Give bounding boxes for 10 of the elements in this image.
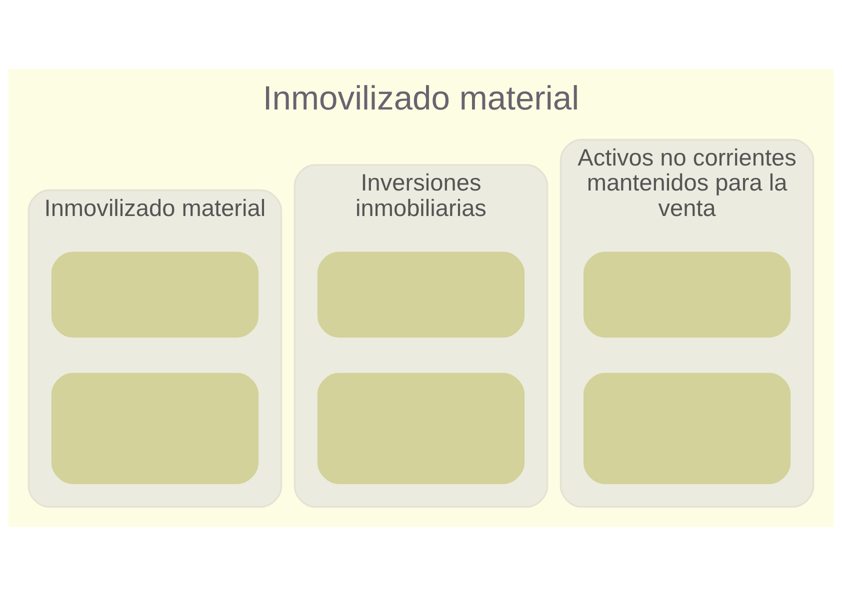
node-box	[583, 251, 791, 338]
node-box	[583, 372, 791, 484]
diagram-title: Inmovilizado material	[262, 80, 580, 117]
node-box	[51, 251, 259, 338]
node-box	[317, 251, 525, 338]
cluster: Inversiones inmobiliarias	[294, 164, 548, 508]
cluster: Activos no corrientes mantenidos para la venta	[560, 138, 814, 508]
cluster: Inmovilizado material	[28, 188, 282, 508]
node-box	[317, 372, 525, 484]
node-box	[51, 372, 259, 484]
